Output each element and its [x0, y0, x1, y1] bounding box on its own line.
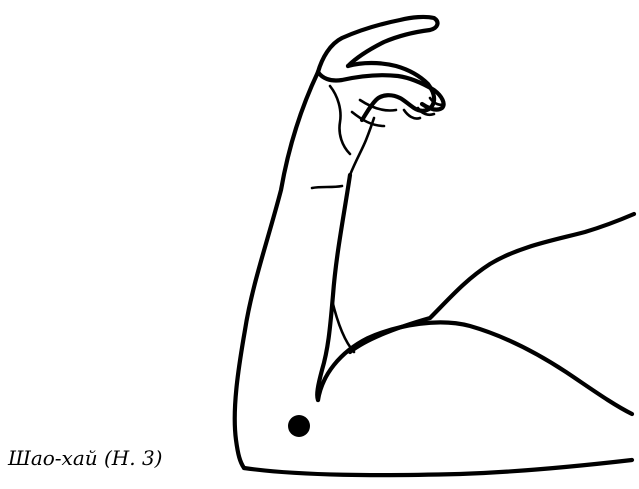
acupoint-marker — [288, 415, 310, 437]
wrist-crease — [312, 118, 374, 188]
point-label: Шао-хай (Н. 3) — [8, 446, 162, 470]
elbow-crease — [332, 300, 354, 352]
elbow-bottom-edge — [244, 460, 632, 475]
biceps-contour — [318, 322, 632, 414]
hand-back — [318, 72, 444, 110]
palm-crease — [330, 86, 350, 154]
forearm-back-edge — [235, 72, 318, 468]
